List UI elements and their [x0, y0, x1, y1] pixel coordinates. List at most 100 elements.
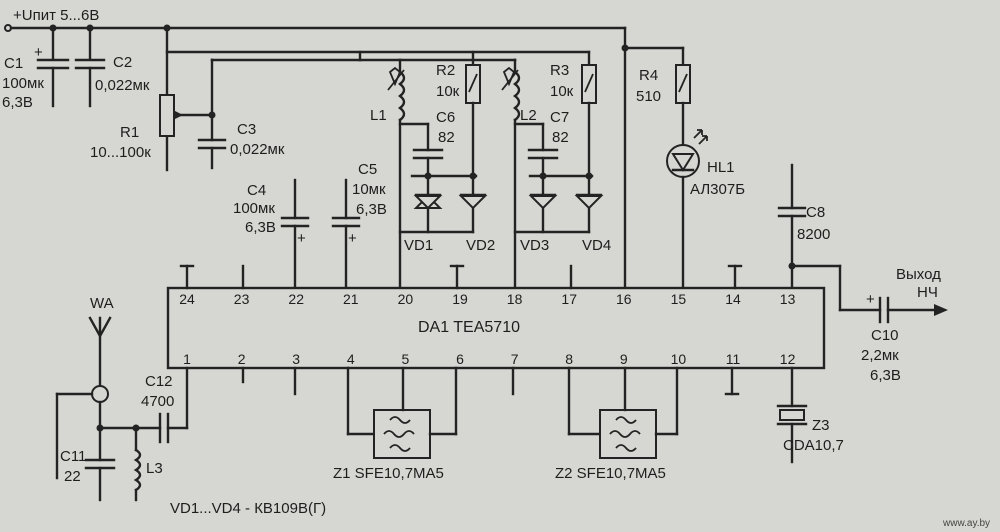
ic-pin-numbers-top: 24 23 22 21 20 19 18 17 16 15 14 13 — [179, 291, 795, 307]
ic-pin-stubs — [179, 264, 743, 396]
z3-value: CDA10,7 — [783, 437, 844, 454]
ic-pin-4: 4 — [347, 351, 355, 367]
inductor-l3 — [133, 426, 142, 502]
capacitor-c8 — [777, 163, 807, 292]
vd2-ref: VD2 — [466, 237, 495, 254]
ic-pin-5: 5 — [402, 351, 410, 367]
c1-value: 100мк — [2, 75, 44, 92]
ic-pin-23: 23 — [234, 291, 250, 307]
varicap-vd1 — [410, 174, 478, 234]
ic-pin-10: 10 — [671, 351, 687, 367]
c2-value: 0,022мк — [95, 77, 150, 94]
labels: +Uпит 5...6В C1 100мк 6,3В C2 0,022мк R1… — [2, 7, 990, 529]
ic-pin-1: 1 — [183, 351, 191, 367]
ic-pin-17: 17 — [561, 291, 577, 307]
hl1-ref: HL1 — [707, 159, 735, 176]
c5-voltage: 6,3В — [356, 201, 387, 218]
capacitor-c11 — [84, 426, 116, 502]
capacitor-c3 — [197, 138, 227, 170]
c10-ref: C10 — [871, 327, 899, 344]
ic-pin-14: 14 — [725, 291, 741, 307]
svg-text:+: + — [866, 291, 875, 308]
potentiometer-r1 — [159, 94, 183, 137]
ic-pin-21: 21 — [343, 291, 359, 307]
c4-ref: C4 — [247, 182, 266, 199]
ic-pin-16: 16 — [616, 291, 632, 307]
resonator-z3 — [776, 366, 808, 464]
capacitor-c5: + — [331, 178, 361, 292]
filter-z2 — [567, 366, 679, 459]
c1-ref: C1 — [4, 55, 23, 72]
r3-ref: R3 — [550, 62, 569, 79]
ic-label: DA1 TEA5710 — [418, 319, 520, 336]
diode-note: VD1...VD4 - КВ109В(Г) — [170, 500, 326, 517]
supply-label: +Uпит 5...6В — [13, 7, 99, 24]
ic-pin-18: 18 — [507, 291, 523, 307]
l3-ref: L3 — [146, 460, 163, 477]
ic-pin-15: 15 — [671, 291, 687, 307]
resistor-r3 — [581, 64, 597, 178]
ic-pin-22: 22 — [288, 291, 304, 307]
r2-ref: R2 — [436, 62, 455, 79]
r4-ref: R4 — [639, 67, 658, 84]
varicap-vd3 — [528, 174, 594, 234]
ic-pin-24: 24 — [179, 291, 195, 307]
inductor-l1 — [387, 66, 444, 292]
c2-ref: C2 — [113, 54, 132, 71]
capacitor-c12 — [158, 366, 189, 444]
antenna-wa — [55, 316, 162, 480]
ic-pin-11: 11 — [726, 351, 741, 367]
varicap-vd2 — [398, 172, 488, 234]
capacitor-c10: + — [790, 264, 948, 324]
ic-pin-2: 2 — [238, 351, 246, 367]
capacitor-c1: + — [34, 26, 70, 108]
c4-voltage: 6,3В — [245, 219, 276, 236]
capacitor-c4: + — [280, 178, 310, 292]
c8-value: 8200 — [797, 226, 830, 243]
c12-value: 4700 — [141, 393, 174, 410]
c11-value: 22 — [64, 468, 81, 485]
c5-ref: C5 — [358, 161, 377, 178]
vd4-ref: VD4 — [582, 237, 611, 254]
ic-pin-3: 3 — [292, 351, 300, 367]
ic-pin-20: 20 — [398, 291, 414, 307]
c7-value: 82 — [552, 129, 569, 146]
z2-label: Z2 SFE10,7MA5 — [555, 465, 666, 482]
ic-pin-13: 13 — [780, 291, 796, 307]
output-label-2: НЧ — [917, 284, 938, 301]
ic-da1 — [166, 286, 826, 370]
c11-ref: C11 — [60, 448, 86, 465]
supply-rails — [4, 24, 685, 292]
svg-text:+: + — [34, 44, 43, 61]
r2-value: 10к — [436, 83, 460, 100]
r1-ref: R1 — [120, 124, 139, 141]
ic-pin-6: 6 — [456, 351, 464, 367]
r4-value: 510 — [636, 88, 661, 105]
led-hl1 — [666, 129, 708, 292]
c10-voltage: 6,3В — [870, 367, 901, 384]
c7-ref: C7 — [550, 109, 569, 126]
z3-ref: Z3 — [812, 417, 830, 434]
c8-ref: C8 — [806, 204, 825, 221]
ic-pin-19: 19 — [452, 291, 468, 307]
vd1-ref: VD1 — [404, 237, 433, 254]
output-label-1: Выход — [896, 266, 941, 283]
vd3-ref: VD3 — [520, 237, 549, 254]
varicap-vd4 — [513, 172, 604, 234]
output-arrow-icon — [934, 304, 948, 316]
ic-pin-12: 12 — [780, 351, 796, 367]
inductor-l2 — [501, 66, 559, 292]
hl1-value: АЛ307Б — [690, 181, 745, 198]
svg-text:+: + — [348, 230, 357, 247]
c3-ref: C3 — [237, 121, 256, 138]
watermark: www.ay.by — [942, 518, 990, 529]
c10-value: 2,2мк — [861, 347, 899, 364]
filter-z1 — [346, 366, 458, 459]
c6-ref: C6 — [436, 109, 455, 126]
c4-value: 100мк — [233, 200, 275, 217]
ic-pin-8: 8 — [565, 351, 573, 367]
resistor-r4 — [675, 64, 691, 147]
